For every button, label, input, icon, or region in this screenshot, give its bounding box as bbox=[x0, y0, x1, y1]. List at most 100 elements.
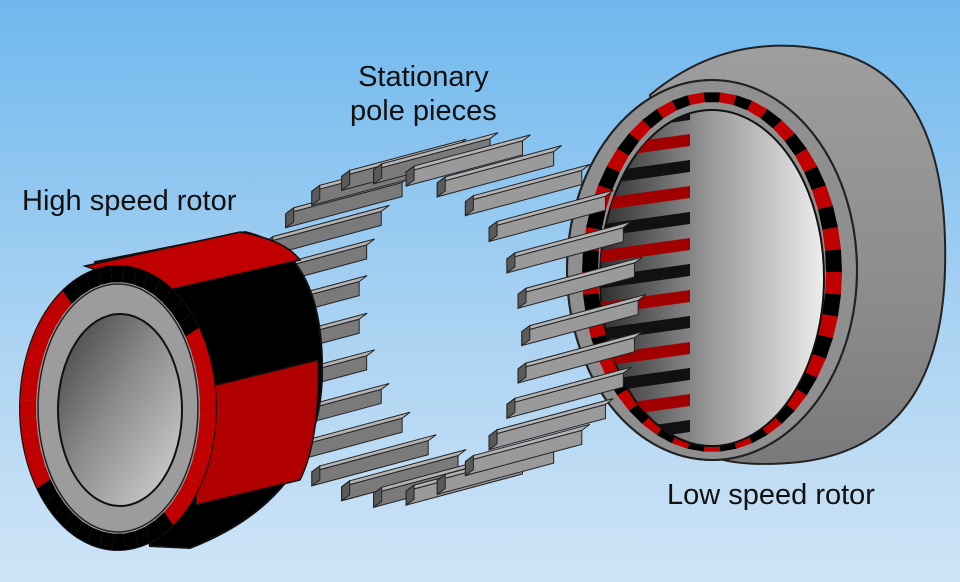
low-speed-magnet-segment bbox=[811, 334, 833, 359]
high-speed-magnet-segment bbox=[191, 343, 211, 367]
high-speed-magnet-segment bbox=[87, 527, 103, 548]
high-speed-magnet-segment bbox=[185, 327, 206, 351]
low-speed-magnet-segment bbox=[773, 403, 795, 424]
high-speed-magnet-segment bbox=[186, 462, 207, 486]
high-speed-magnet-segment bbox=[21, 363, 41, 385]
pole-piece-bar bbox=[488, 189, 614, 243]
high-speed-magnet-segment bbox=[62, 281, 81, 304]
high-speed-rotor bbox=[19, 230, 324, 551]
high-speed-magnet-segment bbox=[195, 360, 214, 383]
low-speed-magnet-segment bbox=[822, 293, 841, 317]
low-speed-magnet-segment bbox=[760, 415, 782, 435]
low-speed-magnet-segment bbox=[784, 133, 807, 156]
low-speed-magnet-segment bbox=[617, 388, 640, 411]
low-speed-magnet-segment bbox=[642, 415, 664, 435]
high-speed-magnet-segment bbox=[145, 520, 163, 542]
low-speed-magnet-segment bbox=[642, 109, 664, 129]
pole-piece-bar bbox=[311, 434, 437, 487]
high-speed-magnet-segment bbox=[52, 290, 72, 315]
low-speed-magnet-segment bbox=[747, 425, 768, 444]
low-speed-magnet-segment bbox=[804, 166, 826, 191]
high-speed-magnet-segment bbox=[97, 266, 112, 285]
low-speed-magnet-segment bbox=[733, 95, 753, 111]
high-speed-magnet-segment bbox=[171, 300, 191, 324]
low-speed-rotor-label: Low speed rotor bbox=[667, 479, 875, 511]
high-speed-magnet-segment bbox=[122, 266, 137, 285]
high-speed-magnet-segment bbox=[20, 417, 38, 438]
high-speed-magnet-segment bbox=[29, 330, 50, 354]
low-speed-magnet-segment bbox=[582, 249, 599, 272]
pole-piece-bar bbox=[506, 366, 632, 420]
high-speed-magnet-band bbox=[20, 266, 216, 550]
low-speed-magnet-segment bbox=[818, 314, 838, 339]
low-speed-magnet-segment bbox=[598, 166, 620, 191]
low-speed-magnet-segment bbox=[606, 148, 629, 173]
high-speed-rotor-label: High speed rotor bbox=[22, 185, 237, 217]
pole-piece-bar bbox=[517, 256, 643, 310]
high-speed-magnet-segment bbox=[20, 381, 38, 402]
pole-piece-bar bbox=[488, 398, 614, 451]
low-speed-magnet-segment bbox=[811, 185, 833, 210]
low-speed-magnet-segment bbox=[656, 425, 677, 444]
high-speed-magnet-segment bbox=[45, 492, 65, 516]
high-speed-magnet-segment bbox=[22, 433, 41, 456]
high-speed-magnet-segment bbox=[133, 268, 149, 289]
low-speed-magnet-segment bbox=[719, 92, 737, 105]
low-speed-inner-magnet-stripe bbox=[600, 368, 690, 398]
pole-pieces-label-line1: Stationary bbox=[358, 61, 489, 93]
high-speed-magnet-segment bbox=[134, 526, 151, 547]
high-speed-magnet-segment bbox=[43, 302, 64, 326]
high-speed-magnet-segment bbox=[99, 531, 114, 550]
high-speed-magnet-segment bbox=[155, 512, 174, 535]
pole-piece-bar bbox=[464, 423, 591, 477]
low-speed-magnet-segment bbox=[822, 227, 841, 251]
low-speed-magnet-segment bbox=[629, 403, 651, 424]
high-speed-magnet-segment bbox=[195, 431, 215, 453]
high-speed-magnet-segment bbox=[198, 378, 216, 399]
pole-piece-bar bbox=[405, 134, 531, 188]
high-speed-magnet-segment bbox=[64, 513, 83, 536]
high-speed-magnet-segment bbox=[73, 274, 91, 296]
high-speed-magnet-segment bbox=[143, 273, 161, 295]
low-speed-inner-magnet-stripe bbox=[600, 316, 690, 346]
high-speed-magnet-segment bbox=[124, 531, 139, 550]
pole-piece-bar bbox=[341, 449, 467, 502]
low-speed-rotor bbox=[566, 44, 947, 465]
low-speed-magnet-segment bbox=[656, 100, 677, 119]
high-speed-magnet-segment bbox=[25, 449, 45, 473]
low-speed-magnet-segment bbox=[703, 92, 721, 103]
low-speed-magnet-segment bbox=[747, 100, 768, 119]
high-speed-magnet-segment bbox=[162, 289, 182, 313]
low-speed-magnet-segment bbox=[687, 92, 705, 105]
high-speed-magnet-segment bbox=[35, 315, 56, 340]
low-speed-magnet-segment bbox=[773, 120, 795, 141]
low-speed-magnet-segment bbox=[825, 272, 842, 295]
high-speed-magnet-segment bbox=[164, 501, 184, 526]
pole-piece-bar bbox=[436, 145, 562, 198]
high-speed-magnet-segment bbox=[172, 490, 193, 514]
high-speed-magnet-segment bbox=[20, 400, 37, 419]
high-speed-magnet-segment bbox=[198, 414, 216, 435]
low-speed-inner-magnet-stripe bbox=[600, 160, 690, 190]
high-speed-magnet-segment bbox=[85, 269, 102, 290]
low-speed-inner-magnet-stripe bbox=[600, 186, 690, 216]
low-speed-magnet-segment bbox=[617, 133, 640, 156]
low-speed-magnet-segment bbox=[825, 249, 842, 272]
pole-piece-bar bbox=[521, 293, 647, 347]
low-speed-magnet-segment bbox=[795, 148, 818, 173]
high-speed-magnet-segment bbox=[24, 346, 45, 369]
high-speed-magnet-segment bbox=[110, 266, 124, 283]
high-speed-magnet-segment bbox=[30, 465, 51, 489]
low-speed-inner-magnet-stripe bbox=[600, 342, 690, 372]
high-speed-magnet-segment bbox=[179, 313, 199, 337]
low-speed-magnet-segment bbox=[760, 109, 782, 129]
high-speed-magnet-segment bbox=[191, 447, 212, 470]
pole-pieces-label-line2: pole pieces bbox=[350, 95, 497, 127]
high-speed-magnet-segment bbox=[37, 479, 57, 503]
high-speed-magnet-segment bbox=[54, 503, 74, 527]
high-speed-magnet-segment bbox=[180, 476, 201, 501]
pole-piece-bar bbox=[517, 331, 643, 384]
low-speed-inner-magnet-stripe bbox=[600, 238, 690, 268]
